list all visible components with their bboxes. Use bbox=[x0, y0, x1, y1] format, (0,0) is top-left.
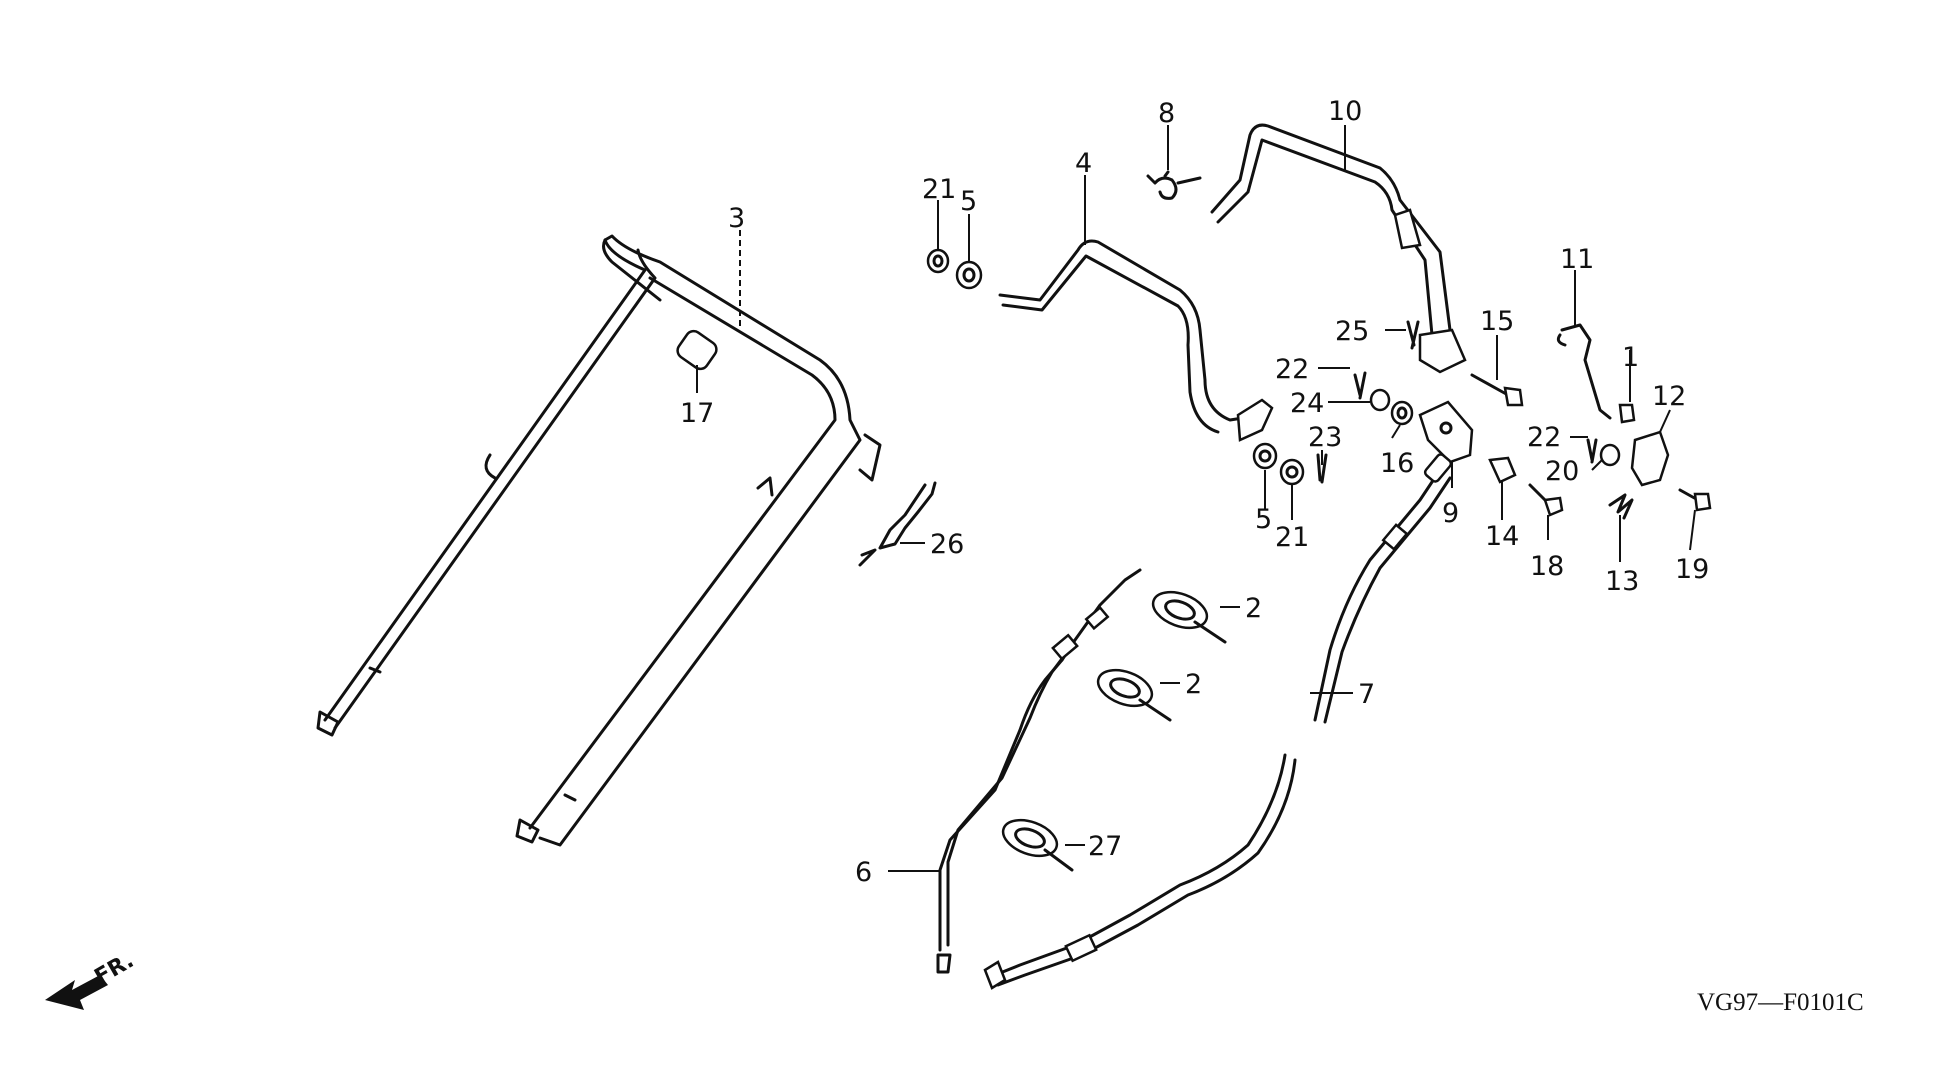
callout-3: 3 bbox=[728, 203, 745, 234]
part-21-washer-lower bbox=[1279, 458, 1305, 486]
callout-2-lower: 2 bbox=[1185, 669, 1202, 700]
callout-22: 22 bbox=[1275, 354, 1309, 385]
part-18-bolt bbox=[1528, 483, 1564, 517]
part-7-cable bbox=[983, 453, 1453, 990]
part-19-bolt bbox=[1678, 488, 1712, 512]
part-8-spring bbox=[1146, 170, 1202, 200]
callout-16: 16 bbox=[1380, 448, 1414, 479]
part-5-nut-top bbox=[955, 260, 983, 290]
part-27-cable-clip bbox=[1001, 818, 1074, 872]
callout-5-lower: 5 bbox=[1255, 504, 1272, 535]
callout-22-lower: 22 bbox=[1527, 422, 1561, 453]
callout-11: 11 bbox=[1560, 244, 1594, 275]
callout-21-lower: 21 bbox=[1275, 522, 1309, 553]
part-12-bracket bbox=[1630, 430, 1670, 487]
part-9-cam bbox=[1418, 400, 1474, 464]
part-3-handle-frame bbox=[316, 234, 882, 847]
callout-4: 4 bbox=[1075, 148, 1092, 179]
part-22-pin-upper bbox=[1353, 371, 1367, 400]
part-11-rod bbox=[1556, 323, 1612, 420]
callout-6: 6 bbox=[855, 857, 872, 888]
part-5-nut-lower bbox=[1252, 442, 1278, 470]
callout-7: 7 bbox=[1358, 679, 1375, 710]
callout-26: 26 bbox=[930, 529, 964, 560]
callout-5: 5 bbox=[960, 186, 977, 217]
callout-25: 25 bbox=[1335, 316, 1369, 347]
part-26-spring bbox=[858, 481, 937, 567]
callout-labels: 3 17 4 21 5 8 10 25 15 22 24 16 23 9 14 … bbox=[91, 96, 1864, 1016]
part-17-bushing bbox=[676, 329, 718, 371]
callout-10: 10 bbox=[1328, 96, 1362, 127]
callout-18: 18 bbox=[1530, 551, 1564, 582]
leader-lines bbox=[696, 125, 1696, 872]
callout-20: 20 bbox=[1545, 456, 1579, 487]
part-15-bolt bbox=[1470, 373, 1524, 407]
part-16-nut bbox=[1390, 400, 1414, 426]
callout-13: 13 bbox=[1605, 566, 1639, 597]
callout-27: 27 bbox=[1088, 831, 1122, 862]
part-1-screw bbox=[1618, 403, 1636, 424]
callout-15: 15 bbox=[1480, 306, 1514, 337]
part-2-cable-clip-upper bbox=[1151, 590, 1227, 644]
callout-14: 14 bbox=[1485, 521, 1519, 552]
part-23-pin bbox=[1316, 453, 1328, 484]
part-20-nut bbox=[1599, 443, 1621, 467]
callout-12: 12 bbox=[1652, 381, 1686, 412]
callout-9: 9 bbox=[1442, 498, 1459, 529]
callout-19: 19 bbox=[1675, 554, 1709, 585]
part-6-cable bbox=[936, 568, 1142, 974]
callout-24: 24 bbox=[1290, 388, 1324, 419]
callout-21: 21 bbox=[922, 174, 956, 205]
diagram-code: VG97—F0101C bbox=[1697, 989, 1864, 1016]
callout-8: 8 bbox=[1158, 98, 1175, 129]
callout-2-upper: 2 bbox=[1245, 593, 1262, 624]
callout-17: 17 bbox=[680, 398, 714, 429]
callout-1: 1 bbox=[1622, 342, 1639, 373]
part-22-pin-lower bbox=[1586, 438, 1598, 464]
front-direction-arrow-icon bbox=[45, 975, 108, 1010]
part-14-collar bbox=[1488, 456, 1517, 484]
part-2-cable-clip-lower bbox=[1096, 668, 1172, 722]
callout-23: 23 bbox=[1308, 422, 1342, 453]
part-25-pin bbox=[1406, 320, 1420, 350]
part-10-bail-bar bbox=[1210, 123, 1467, 374]
part-24-washer bbox=[1369, 388, 1391, 412]
part-21-washer-top bbox=[926, 248, 950, 274]
part-4-lever-rod bbox=[998, 239, 1274, 442]
part-13-spring bbox=[1608, 493, 1634, 520]
